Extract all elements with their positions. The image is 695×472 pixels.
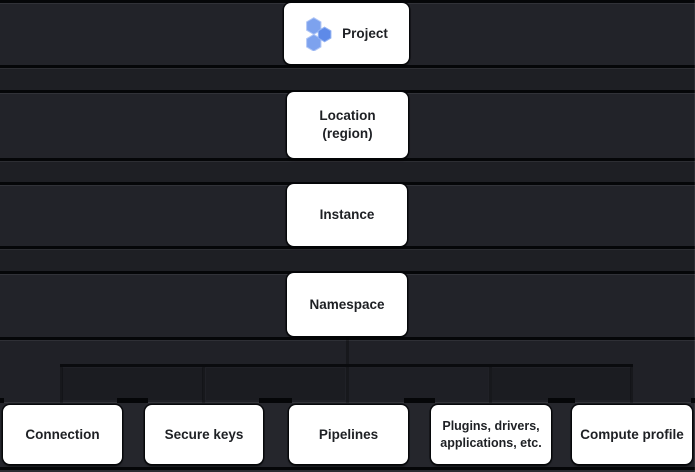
node-namespace-label: Namespace <box>309 296 385 312</box>
node-pipelines-box: Pipelines <box>289 405 408 464</box>
gap-cap <box>691 398 695 403</box>
connector-fan-band <box>0 340 695 402</box>
gap-band <box>0 68 695 90</box>
node-project-label: Project <box>342 25 388 41</box>
connector-drop-plugins <box>489 367 492 403</box>
node-connection-box: Connection <box>3 405 122 464</box>
gap-cap <box>259 398 292 403</box>
node-project-box: Project <box>284 3 409 64</box>
node-pipelines-label: Pipelines <box>318 426 379 442</box>
node-connection-label: Connection <box>25 426 100 442</box>
node-plugins-label: Plugins, drivers, applications, etc. <box>440 418 542 450</box>
node-location-box: Location (region) <box>287 92 408 158</box>
node-namespace-box: Namespace <box>287 273 407 336</box>
separator-line <box>0 158 695 161</box>
connector-shade-block <box>349 368 488 400</box>
connector-trunk <box>346 337 349 365</box>
gap-band <box>0 161 695 182</box>
node-plugins-box: Plugins, drivers, applications, etc. <box>431 405 551 464</box>
node-instance-box: Instance <box>287 184 407 246</box>
gap-cap <box>0 398 4 403</box>
separator-line <box>0 182 695 185</box>
connector-shade-block <box>62 368 203 400</box>
node-secure-keys-box: Secure keys <box>145 405 263 464</box>
separator-line <box>0 337 695 340</box>
separator-line <box>0 90 695 93</box>
project-hexagons-icon <box>306 16 332 51</box>
separator-line <box>0 65 695 68</box>
connector-shade-block <box>206 368 345 400</box>
node-compute-profile-label: Compute profile <box>580 426 684 442</box>
gap-cap <box>404 398 435 403</box>
separator-line <box>0 467 695 470</box>
node-compute-profile-box: Compute profile <box>572 405 692 464</box>
node-secure-keys-label: Secure keys <box>164 426 244 442</box>
gap-cap <box>117 398 148 403</box>
node-instance-label: Instance <box>319 207 375 222</box>
connector-drop-compute-profile <box>630 367 633 403</box>
connector-drop-secure-keys <box>202 367 205 403</box>
connector-drop-pipelines <box>346 367 349 403</box>
connector-shade-block <box>492 368 631 400</box>
separator-line <box>0 0 695 3</box>
connector-drop-connection <box>60 367 63 403</box>
node-location-label: Location (region) <box>319 108 376 141</box>
gap-band <box>0 249 695 271</box>
separator-line <box>0 246 695 249</box>
bottom-strip <box>0 470 695 472</box>
connector-bus-line <box>60 364 633 367</box>
separator-line <box>0 271 695 274</box>
gap-cap <box>548 398 575 403</box>
